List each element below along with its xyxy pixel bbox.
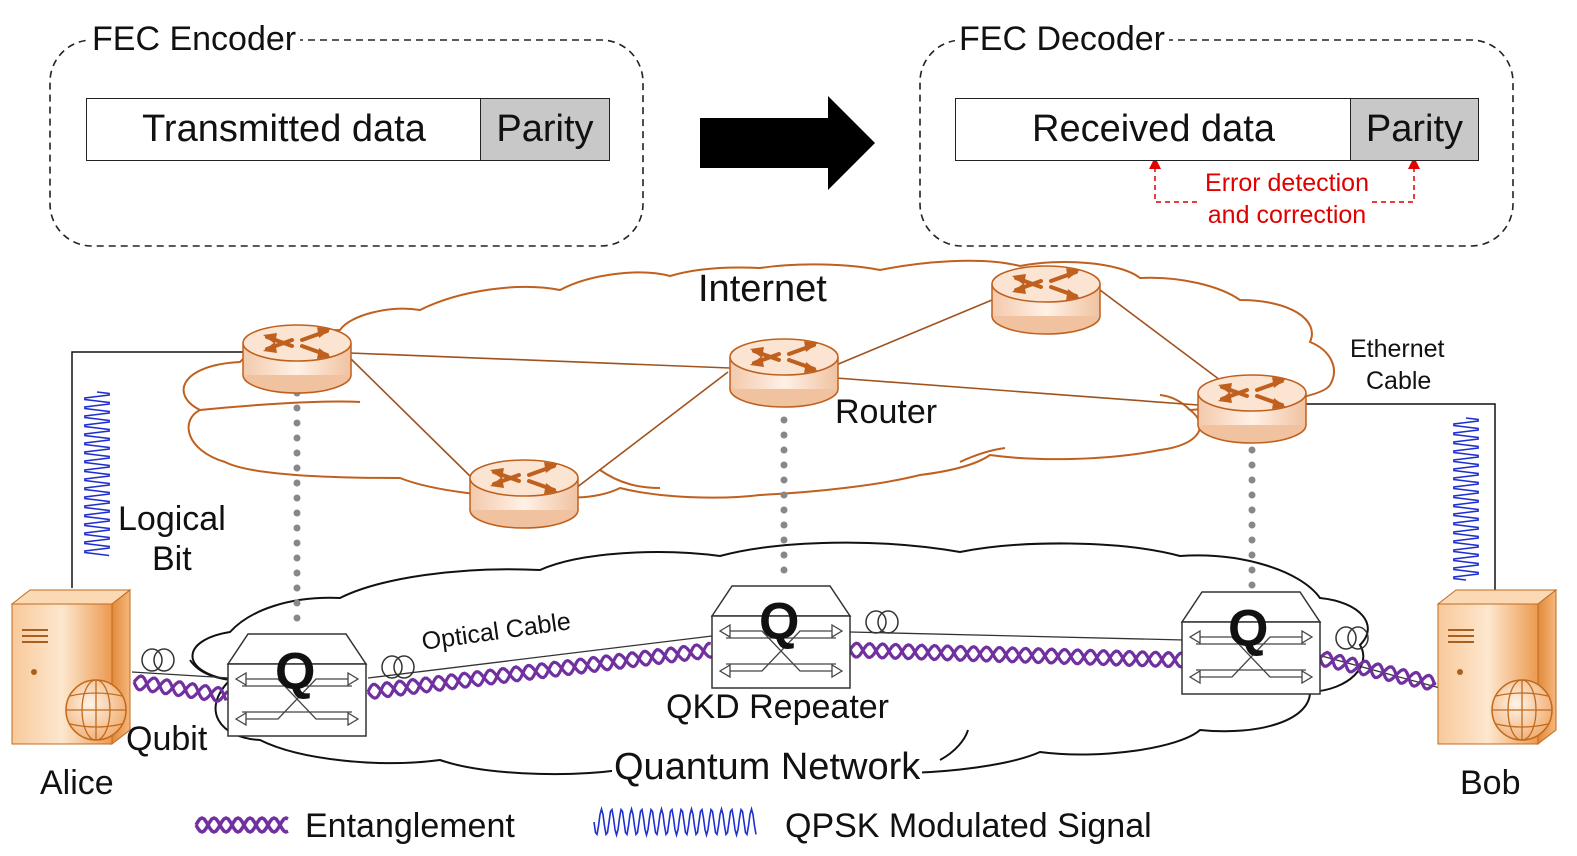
received-data-label: Received data	[1032, 108, 1275, 150]
error-detection-label-1: Error detection	[1205, 169, 1369, 197]
router-icon	[468, 458, 580, 530]
legend-entanglement-label: Entanglement	[305, 807, 515, 845]
decoder-parity-label: Parity	[1365, 108, 1464, 150]
fec-encoder-title: FEC Encoder	[88, 22, 301, 56]
decoder-parity-field: Parity	[1350, 98, 1479, 161]
router-icon	[990, 264, 1102, 336]
transmitted-data-label: Transmitted data	[142, 108, 426, 150]
fec-decoder-title: FEC Decoder	[955, 22, 1169, 56]
bob-server-icon	[1437, 589, 1557, 745]
legend-qpsk-label: QPSK Modulated Signal	[785, 807, 1152, 845]
router-icon	[1196, 373, 1308, 445]
qubit-label: Qubit	[126, 720, 208, 758]
bob-label: Bob	[1460, 764, 1521, 802]
ethernet-cable-label-1: Ethernet	[1350, 335, 1445, 363]
alice-label: Alice	[40, 764, 114, 802]
legend-entanglement-icon	[194, 816, 289, 834]
fiber-coil-icon	[141, 648, 175, 672]
router-icon	[728, 337, 840, 409]
encoder-parity-field: Parity	[480, 98, 610, 161]
encoder-parity-label: Parity	[496, 108, 594, 150]
error-detection-arrows	[1149, 157, 1420, 203]
router-icon	[241, 323, 353, 395]
router-repeater-links	[293, 389, 1256, 629]
qkd-repeater-label: QKD Repeater	[666, 688, 889, 726]
entanglement-links	[132, 641, 1437, 703]
ethernet-cables	[71, 351, 1496, 590]
ethernet-cable-label-2: Cable	[1366, 367, 1432, 395]
fec-encoder-box	[49, 39, 644, 247]
error-detection-label-2: and correction	[1207, 201, 1367, 229]
q-glyph-right: Q	[1228, 600, 1269, 658]
legend-qpsk-icon	[593, 806, 757, 838]
alice-server-icon	[11, 589, 131, 745]
quantum-network-label: Quantum Network	[612, 746, 923, 788]
fec-decoder-box	[919, 39, 1514, 247]
logical-bit-label-2: Bit	[152, 540, 192, 578]
transmitted-data-field: Transmitted data	[86, 98, 482, 161]
q-glyph-center: Q	[759, 593, 800, 651]
internet-label: Internet	[698, 268, 827, 310]
logical-bit-label-1: Logical	[118, 500, 226, 538]
router-links	[349, 289, 1221, 489]
qpsk-signals	[84, 391, 1479, 838]
router-label: Router	[835, 393, 938, 431]
received-data-field: Received data	[955, 98, 1352, 161]
q-glyph-left: Q	[275, 643, 316, 701]
transmission-arrow-icon	[700, 96, 875, 190]
